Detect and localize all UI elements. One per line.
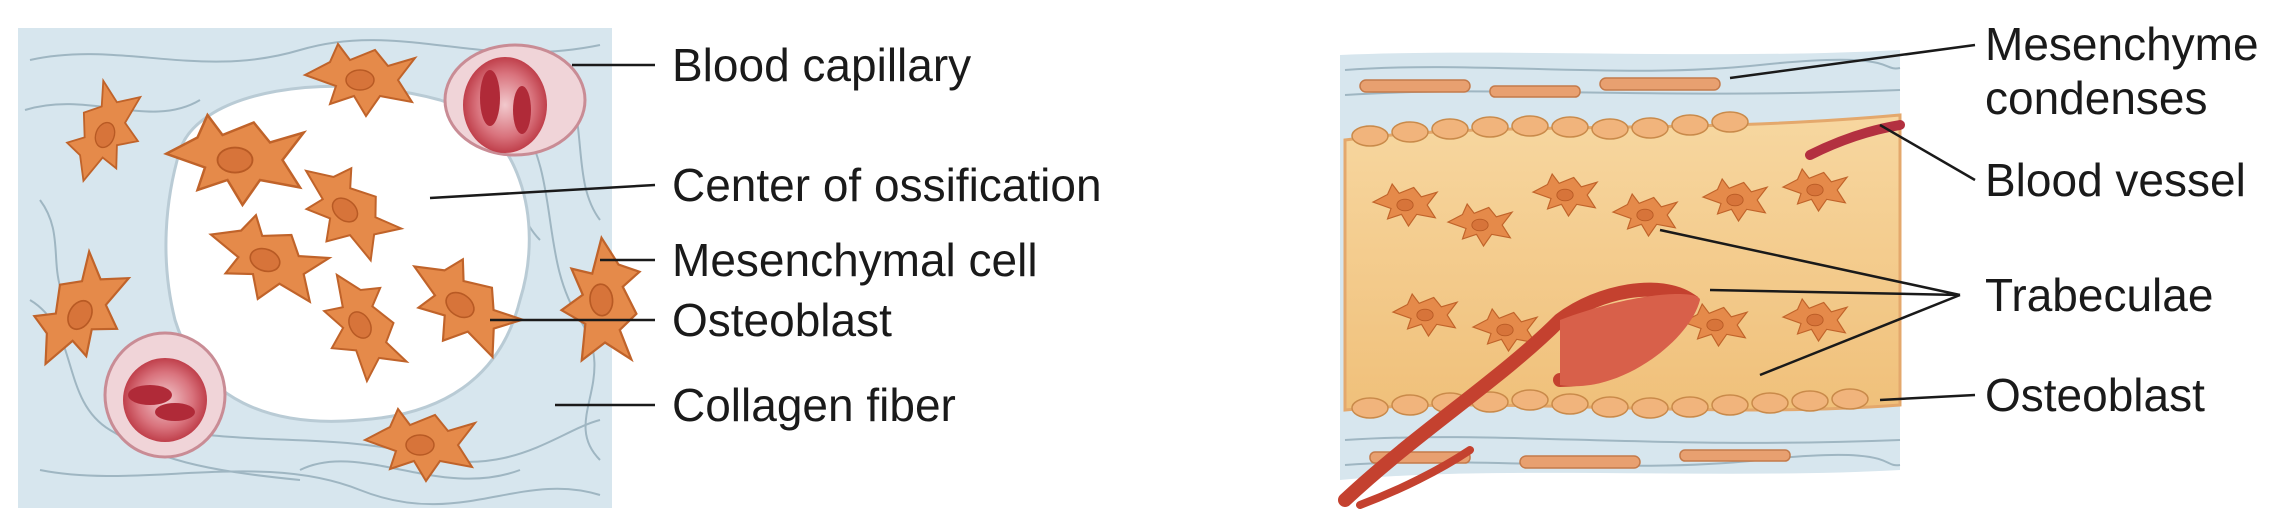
osteoblast-row-top <box>1351 111 1749 147</box>
label-osteoblast-left: Osteoblast <box>672 294 892 346</box>
label-center-of-ossification: Center of ossification <box>672 159 1102 211</box>
blood-vessels <box>1338 120 1905 509</box>
label-osteoblast-right: Osteoblast <box>1985 369 2205 421</box>
label-trabeculae: Trabeculae <box>1985 269 2214 321</box>
label-collagen-fiber: Collagen fiber <box>672 379 956 431</box>
right-panel-tissue <box>1338 43 1976 509</box>
label-mesenchymal-cell: Mesenchymal cell <box>672 234 1038 286</box>
label-blood-capillary: Blood capillary <box>672 39 972 91</box>
left-leader-lines <box>429 63 656 407</box>
blood-capillaries <box>103 43 587 459</box>
label-mesenchyme-line1: Mesenchyme <box>1985 18 2259 70</box>
right-leader-lines <box>1659 43 1976 402</box>
elongated-mesenchymal-cells <box>1359 77 1791 469</box>
label-mesenchyme-line2: condenses <box>1985 71 2208 124</box>
label-mesenchyme-condenses: Mesenchyme condenses <box>1985 18 2259 126</box>
left-panel-tissue <box>15 28 656 508</box>
label-blood-vessel: Blood vessel <box>1985 154 2246 206</box>
